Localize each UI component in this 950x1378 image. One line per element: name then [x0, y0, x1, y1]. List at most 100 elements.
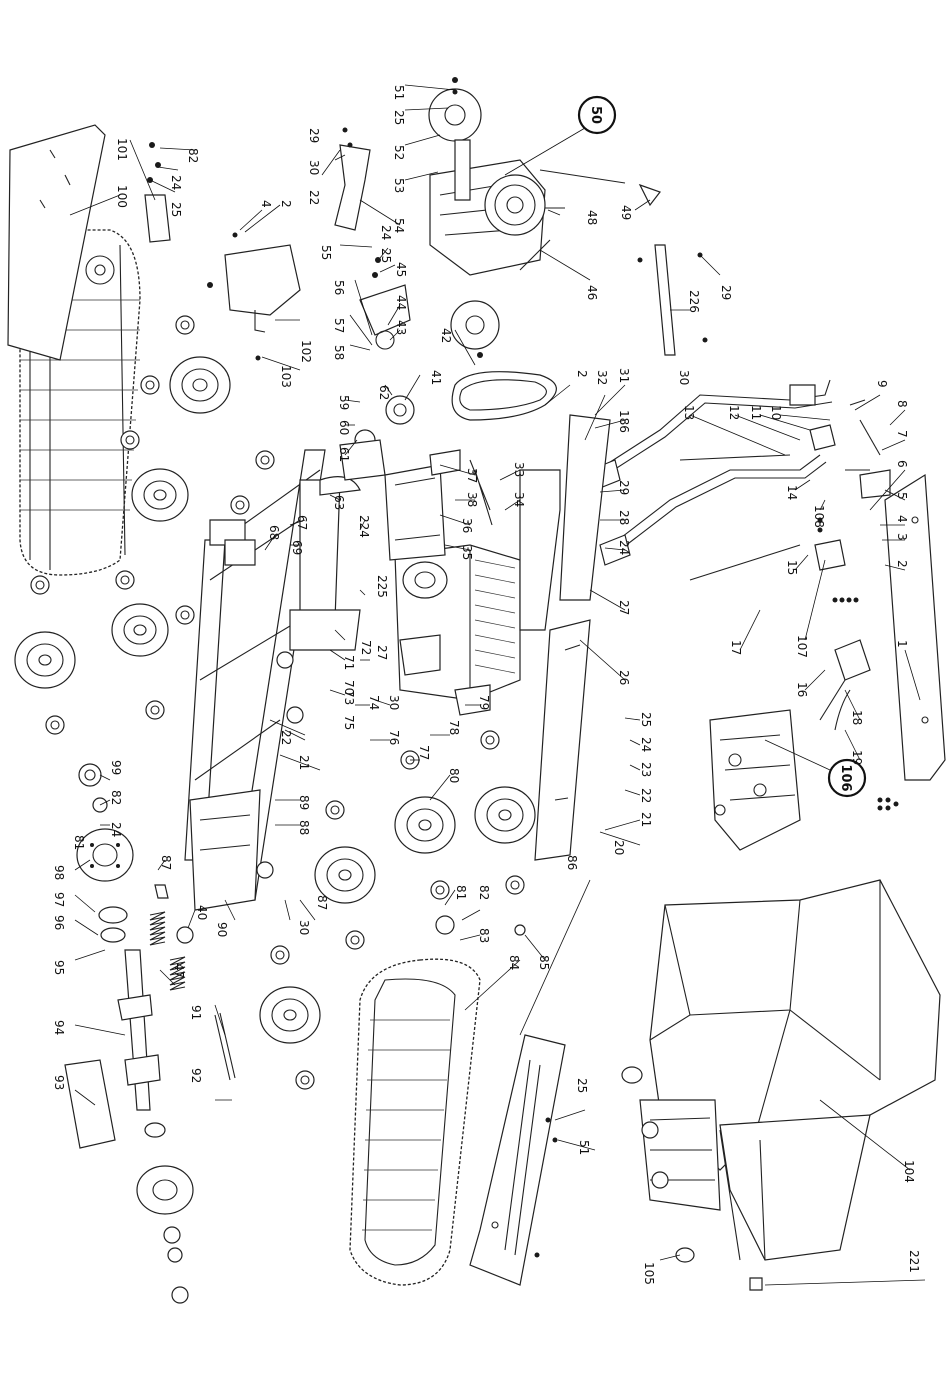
callout-label: 4 — [895, 515, 909, 523]
callout-label: 29 — [617, 480, 631, 495]
callout-label: 45 — [394, 262, 408, 277]
callout-label: 27 — [617, 600, 631, 615]
callout-label: 27 — [375, 645, 389, 660]
callout-label: 43 — [394, 320, 408, 335]
leader-lines — [69, 84, 926, 1286]
callout-label: 105 — [642, 1262, 656, 1285]
callout-label: 86 — [565, 855, 579, 870]
callout-label: 25 — [379, 248, 393, 263]
engine-79 — [394, 544, 521, 716]
callout-label: 55 — [319, 245, 333, 260]
bracket-group-top — [144, 127, 371, 361]
callout-label: 78 — [447, 720, 461, 735]
callout-label: 25 — [575, 1078, 589, 1093]
callout-label: 49 — [619, 205, 633, 220]
plate-1 — [877, 473, 946, 811]
svg-text:50: 50 — [588, 106, 603, 124]
callout-label: 186 — [617, 410, 631, 433]
axle-assembly — [64, 763, 236, 1304]
callout-label: 34 — [512, 492, 526, 507]
callout-label: 221 — [907, 1250, 921, 1273]
callout-label: 22 — [639, 788, 653, 803]
callout-label: 4 — [259, 200, 273, 208]
callout-label: 89 — [297, 795, 311, 810]
callout-label: 20 — [612, 840, 626, 855]
callout-label: 17 — [729, 640, 743, 655]
callout-label: 84 — [507, 955, 521, 970]
callout-label: 60 — [337, 420, 351, 435]
callout-label: 38 — [465, 492, 479, 507]
callout-label: 61 — [337, 447, 351, 462]
callout-label: 19 — [850, 750, 864, 765]
callout-label: 25 — [169, 202, 183, 217]
callout-label: 226 — [687, 290, 701, 313]
callout-label: 87 — [315, 895, 329, 910]
callout-label: 94 — [52, 1020, 66, 1035]
callout-label: 3 — [895, 533, 909, 541]
callout-label: 79 — [477, 695, 491, 710]
main-frame — [184, 449, 361, 911]
callout-label: 77 — [417, 745, 431, 760]
callout-label: 54 — [392, 218, 406, 233]
callout-label: 35 — [460, 545, 474, 560]
callout-label: 87 — [159, 855, 173, 870]
callout-label: 2 — [279, 200, 293, 208]
callout-label: 15 — [785, 560, 799, 575]
callout-label: 18 — [850, 710, 864, 725]
callout-label: 14 — [785, 485, 799, 500]
callout-label: 80 — [447, 768, 461, 783]
callout-label: 30 — [387, 695, 401, 710]
callout-label: 52 — [392, 145, 406, 160]
callout-label: 24 — [109, 822, 123, 837]
callout-label: 73 — [342, 690, 356, 705]
callout-label: 51 — [392, 85, 406, 100]
callout-label: 58 — [332, 345, 346, 360]
callout-label: 24 — [169, 175, 183, 190]
callout-label: 108 — [812, 505, 826, 528]
engine-mount — [339, 439, 493, 561]
callout-label: 76 — [387, 730, 401, 745]
callout-label: 41 — [429, 370, 443, 385]
callout-label: 13 — [682, 405, 696, 420]
callout-label: 74 — [367, 695, 381, 710]
callout-label: 53 — [392, 178, 406, 193]
callout-label: 48 — [585, 210, 599, 225]
callout-label: 97 — [52, 892, 66, 907]
callout-label: 29 — [307, 128, 321, 143]
callout-label: 88 — [297, 820, 311, 835]
callout-label: 96 — [52, 915, 66, 930]
callout-label: 98 — [52, 865, 66, 880]
callout-label: 99 — [109, 760, 123, 775]
callout-label: 68 — [267, 525, 281, 540]
callout-label: 21 — [639, 812, 653, 827]
callout-label: 81 — [72, 835, 86, 850]
callout-label: 57 — [332, 318, 346, 333]
callout-label: 100 — [115, 185, 129, 208]
svg-text:106: 106 — [838, 764, 853, 791]
valve-assembly-106 — [709, 709, 801, 851]
callout-label: 56 — [332, 280, 346, 295]
callout-label: 93 — [52, 1075, 66, 1090]
callout-label: 5 — [895, 492, 909, 500]
transmission-assembly — [354, 77, 661, 451]
callout-label: 62 — [377, 385, 391, 400]
callout-label: 11 — [749, 405, 763, 420]
callout-label: 25 — [639, 712, 653, 727]
callout-label: 23 — [639, 762, 653, 777]
callout-label: 82 — [109, 790, 123, 805]
callout-label: 104 — [902, 1160, 916, 1183]
callout-label: 22 — [307, 190, 321, 205]
callout-label: 40 — [195, 905, 209, 920]
callout-label: 24 — [617, 540, 631, 555]
callout-label: 25 — [392, 110, 406, 125]
callout-circle-106: 106 — [764, 739, 867, 798]
callout-label: 95 — [52, 960, 66, 975]
callout-label: 42 — [439, 328, 453, 343]
callout-label: 224 — [357, 515, 371, 538]
callout-label: 22 — [279, 730, 293, 745]
callout-label: 12 — [727, 405, 741, 420]
callout-label: 1 — [895, 640, 909, 648]
callout-label: 36 — [460, 518, 474, 533]
callout-label: 44 — [394, 295, 408, 310]
